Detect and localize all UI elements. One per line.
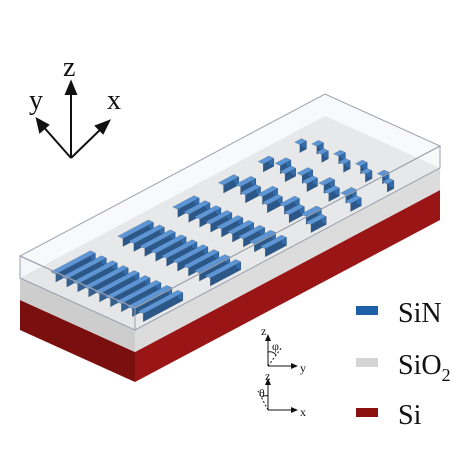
- sin-bar-top: [93, 270, 140, 295]
- sin-bar-top: [215, 215, 244, 230]
- sin-bar-top: [300, 205, 322, 217]
- sin-bar-top: [354, 159, 368, 167]
- sin-bar-top: [332, 149, 346, 157]
- theta-inset-x: x: [300, 405, 306, 419]
- sin-bar-top: [160, 239, 198, 259]
- sin-bar-top: [322, 185, 340, 194]
- legend-label-sio2: SiO2: [398, 350, 451, 385]
- sin-bar-top: [239, 184, 262, 196]
- legend-label-sin: SiN: [398, 298, 442, 329]
- legend-label-si: Si: [398, 400, 422, 431]
- legend-swatch-sio2: [356, 358, 378, 367]
- sin-bar-top: [283, 204, 305, 215]
- sin-bar-top: [318, 177, 336, 186]
- sin-bar-top: [204, 210, 233, 225]
- theta-inset-angle: θ: [259, 386, 265, 400]
- sin-bar-top: [294, 138, 308, 145]
- phi-inset-z: z: [261, 324, 266, 338]
- theta-angle-icon: [257, 378, 298, 413]
- si-substrate: [20, 190, 440, 382]
- sin-bar-top: [279, 165, 297, 175]
- sin-bar-top: [60, 255, 107, 280]
- sin-bar-top: [261, 194, 284, 206]
- phi-angle-icon: [265, 334, 298, 369]
- sin-bar-top: [193, 205, 222, 220]
- sin-bar-top: [311, 140, 325, 147]
- sin-waveguide-array: [50, 138, 395, 323]
- sin-bar-top: [138, 229, 176, 249]
- legend-label-sio2-sub: 2: [442, 365, 451, 385]
- sin-bar-top: [315, 148, 329, 155]
- sin-bar-top: [182, 200, 211, 215]
- sin-bar-top: [234, 176, 257, 188]
- sin-bar-top: [71, 260, 118, 285]
- sin-bar-top: [193, 254, 231, 274]
- cladding-box: [18, 93, 442, 331]
- sin-bar-top: [359, 168, 373, 175]
- sin-bar-top: [376, 169, 390, 177]
- sin-bar-top: [340, 187, 357, 196]
- sin-bar-top: [296, 167, 314, 176]
- sin-bar-top: [226, 220, 255, 235]
- legend-swatch-sin: [356, 306, 378, 315]
- sin-bar-top: [104, 275, 151, 300]
- sin-bar-top: [259, 234, 288, 250]
- sin-bar-top: [305, 213, 327, 225]
- sin-bar-top: [182, 249, 220, 269]
- sin-bar-top: [256, 185, 279, 197]
- sin-bar-top: [126, 285, 173, 310]
- sin-bar-top: [115, 280, 162, 305]
- sin-bar-top: [50, 250, 96, 275]
- sin-bar-top: [171, 244, 209, 264]
- sin-bar-top: [301, 175, 319, 185]
- sin-bar-top: [248, 230, 277, 245]
- sin-bar-top: [117, 219, 154, 239]
- sin-bar-top: [137, 290, 184, 314]
- sin-bar-top: [344, 195, 362, 204]
- sin-bar-top: [82, 265, 129, 290]
- sin-bar-top: [237, 225, 266, 240]
- sin-bar-top: [204, 259, 242, 279]
- sin-bar-top: [128, 224, 165, 244]
- axis-label-y: y: [29, 85, 43, 116]
- theta-inset-z: z: [265, 369, 270, 383]
- sin-bar-top: [337, 158, 351, 165]
- sin-bar-top: [217, 174, 240, 186]
- sin-bar-top: [381, 177, 395, 185]
- phi-inset-angle: φ: [272, 339, 279, 353]
- sin-bar-top: [278, 195, 301, 207]
- axis-triad-icon: [35, 79, 112, 159]
- sin-bar-top: [149, 234, 187, 254]
- legend-swatch-si: [356, 408, 378, 417]
- sin-bar-top: [172, 195, 200, 210]
- phi-inset-y: y: [300, 361, 306, 375]
- axis-label-z: z: [63, 52, 75, 83]
- axis-label-x: x: [107, 85, 121, 116]
- sin-bar-top: [257, 155, 275, 165]
- sin-bar-top: [274, 157, 292, 166]
- legend-label-sio2-main: SiO: [398, 350, 442, 381]
